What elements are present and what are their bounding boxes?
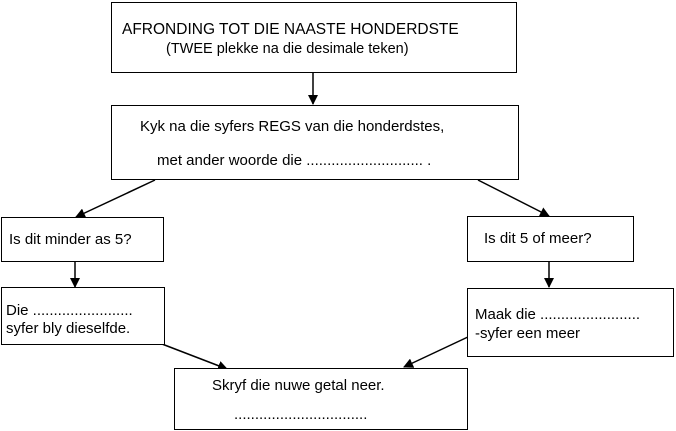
result-line-1: Skryf die nuwe getal neer. [212,377,385,394]
arrow-left-action-to-result [161,343,228,371]
right-question-text: Is dit 5 of meer? [484,230,592,247]
left-action-box [1,287,165,345]
title-line-1: AFRONDING TOT DIE NAASTE HONDERDSTE [122,21,459,38]
left-question-text: Is dit minder as 5? [9,231,132,248]
look-line-1: Kyk na die syfers REGS van die honderdst… [140,118,445,135]
result-line-2: ................................ [234,406,368,423]
title-line-2: (TWEE plekke na die desimale teken) [166,41,409,57]
left-action-line-2: syfer bly dieselfde. [6,320,131,337]
result-box [174,368,468,430]
left-question-box [1,217,164,262]
look-line-2: met ander woorde die ...................… [157,152,432,169]
right-action-box [467,288,674,357]
arrow-look-to-left-question [75,179,156,218]
right-action-line-1: Maak die ........................ [475,306,641,323]
arrow-right-action-to-result [403,335,471,368]
look-box [111,105,519,180]
right-action-line-2: -syfer een meer [475,325,581,342]
left-action-line-1: Die ........................ [6,302,133,319]
right-question-box [467,216,634,262]
title-box [111,2,517,73]
arrow-look-to-right-question [477,179,550,217]
